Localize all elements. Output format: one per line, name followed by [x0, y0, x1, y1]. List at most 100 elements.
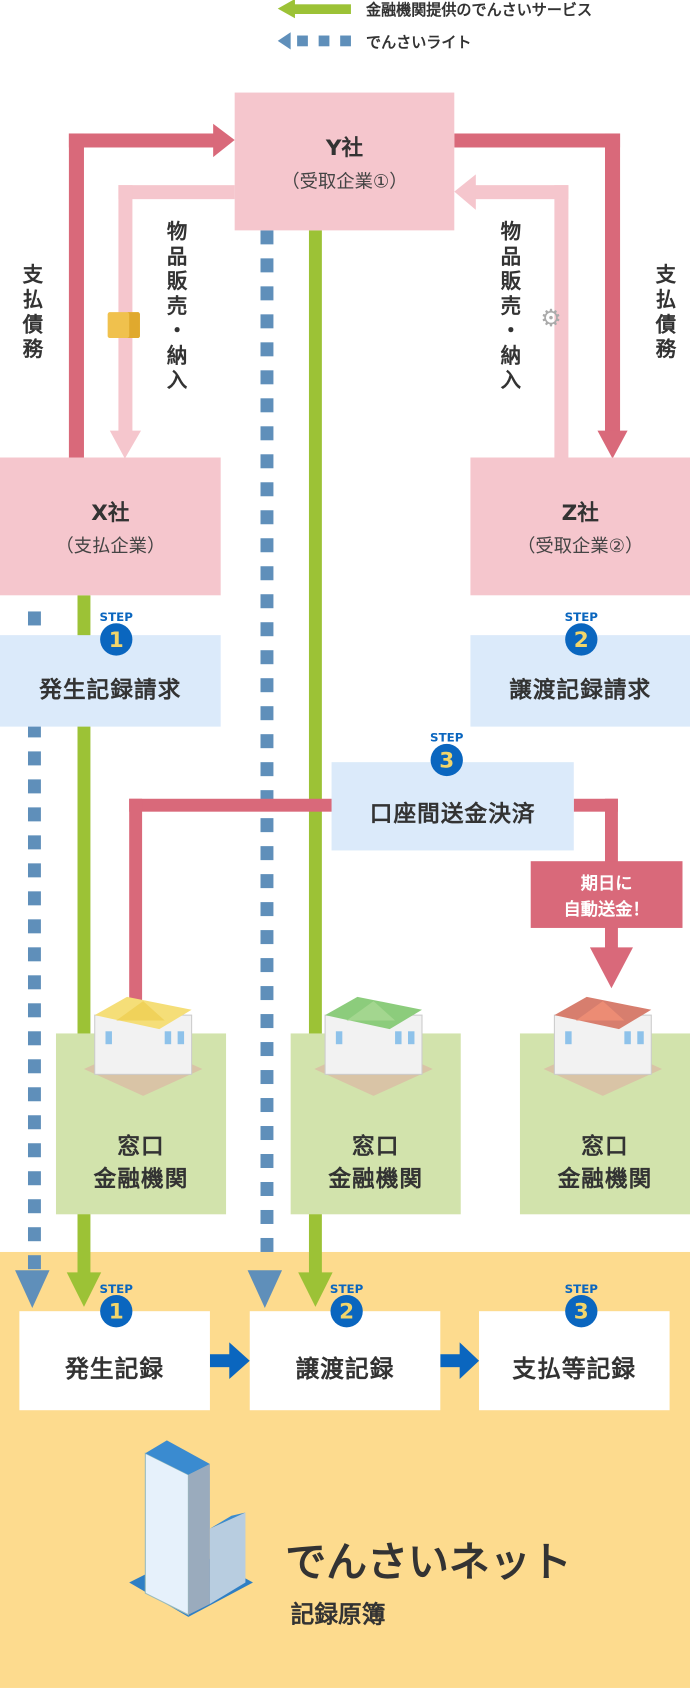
bank-building-icon-green [314, 996, 433, 1096]
goods-label-right: 物品販売・納入 [497, 220, 522, 394]
company-z-name: Z社 [561, 499, 599, 526]
step-number: 2 [330, 1295, 363, 1328]
densai-lite-dot [27, 975, 41, 990]
step-label: STEP [564, 610, 598, 625]
legend-blue-dotted-arrow-icon [277, 32, 351, 50]
densai-lite-dot [260, 1098, 274, 1113]
bank-building-icon-red [543, 996, 663, 1096]
company-y-box: Y社 （受取企業①） [234, 92, 455, 231]
densai-lite-dot [27, 1115, 41, 1130]
bank-box-2: 窓口 金融機関 [290, 1033, 461, 1215]
densai-lite-dot [260, 762, 274, 777]
densai-lite-line-center [260, 230, 274, 1252]
densai-lite-dot [260, 370, 274, 385]
bank-3-line2: 金融機関 [557, 1165, 653, 1192]
request-step2-label: 譲渡記録請求 [509, 676, 652, 703]
densai-lite-arrowhead-center [247, 1270, 283, 1308]
company-x-box: X社 （支払企業） [0, 457, 221, 596]
densai-lite-dot [260, 874, 274, 889]
goods-arrow-left [109, 185, 235, 459]
densai-lite-dot [27, 1003, 41, 1018]
goods-label-left: 物品販売・納入 [163, 220, 188, 394]
step-number: 1 [100, 623, 133, 656]
densai-lite-dot [27, 919, 41, 934]
company-y-name: Y社 [325, 134, 364, 161]
company-z-role: （受取企業②） [517, 536, 644, 558]
densai-lite-dot [260, 454, 274, 469]
record-arrow-1 [209, 1342, 250, 1379]
debt-arrow-right [454, 133, 628, 459]
densai-lite-dot [260, 1070, 274, 1085]
densai-lite-dot [27, 1255, 41, 1270]
record-transfer-label: 譲渡記録 [295, 1356, 395, 1384]
record-box-issuance: 発生記録 [19, 1311, 210, 1411]
record-arrow-2 [440, 1342, 480, 1379]
densai-lite-dot [260, 706, 274, 721]
densai-lite-dot [260, 818, 274, 833]
step-number: 3 [430, 743, 463, 777]
bank-2-line1: 窓口 [352, 1133, 400, 1160]
step-label: STEP [564, 1282, 598, 1297]
debt-label-left: 支払債務 [19, 263, 44, 363]
record-box-transfer: 譲渡記録 [249, 1311, 441, 1411]
densai-lite-dot [260, 902, 274, 917]
company-x-role: （支払企業） [55, 536, 166, 558]
densai-lite-dot [260, 734, 274, 749]
auto-transfer-box: 期日に 自動送金！ [530, 861, 683, 928]
densai-lite-dot [27, 807, 41, 822]
densai-lite-dot [260, 398, 274, 413]
step-label: STEP [329, 1282, 364, 1297]
densai-lite-dot [27, 891, 41, 906]
densai-lite-dot [260, 1126, 274, 1141]
densai-lite-dot [27, 835, 41, 850]
record-issuance-label: 発生記録 [65, 1356, 165, 1384]
densai-lite-dot [260, 1042, 274, 1057]
step-label: STEP [99, 610, 133, 625]
auto-transfer-line1: 期日に [580, 873, 633, 894]
company-y-role: （受取企業①） [281, 171, 408, 193]
legend-densai-lite-label: でんさいライト [366, 34, 472, 52]
densai-lite-dot [27, 1087, 41, 1102]
legend-bank-service-label: 金融機関提供のでんさいサービス [366, 2, 593, 20]
densai-lite-dot [27, 863, 41, 878]
auto-transfer-line2: 自動送金！ [563, 898, 650, 920]
densai-lite-dot [260, 230, 274, 245]
densai-lite-dot [27, 723, 41, 738]
step-label: STEP [430, 730, 464, 745]
bank-1-line1: 窓口 [117, 1133, 165, 1160]
densai-lite-dot [260, 846, 274, 861]
densai-lite-dot [27, 779, 41, 794]
densai-lite-dot [27, 751, 41, 766]
record-payment-label: 支払等記録 [512, 1356, 637, 1384]
bank-building-icon-yellow [83, 996, 203, 1096]
legend-green-arrow-icon [277, 0, 351, 19]
densai-lite-dot [260, 426, 274, 441]
densai-lite-dot [260, 1237, 274, 1252]
step-number: 3 [565, 1295, 598, 1328]
densai-lite-dot [260, 510, 274, 525]
densai-lite-dot [260, 1209, 274, 1224]
request-step3-label: 口座間送金決済 [369, 800, 536, 827]
debt-label-right: 支払債務 [652, 263, 677, 363]
request-box-step3: 口座間送金決済 [331, 762, 574, 851]
densai-lite-dot [260, 986, 274, 1001]
densai-lite-dot [260, 286, 274, 301]
densai-lite-dot [27, 1143, 41, 1158]
densai-lite-dot [260, 930, 274, 945]
densai-lite-dot [260, 1181, 274, 1196]
densai-lite-dot [27, 1227, 41, 1242]
densai-lite-arrowhead-left [15, 1270, 50, 1308]
step-number: 1 [100, 1295, 133, 1328]
settlement-line-right [573, 798, 633, 989]
bank-1-line2: 金融機関 [93, 1165, 189, 1192]
densai-lite-dot [260, 566, 274, 581]
densai-lite-dot [260, 342, 274, 357]
